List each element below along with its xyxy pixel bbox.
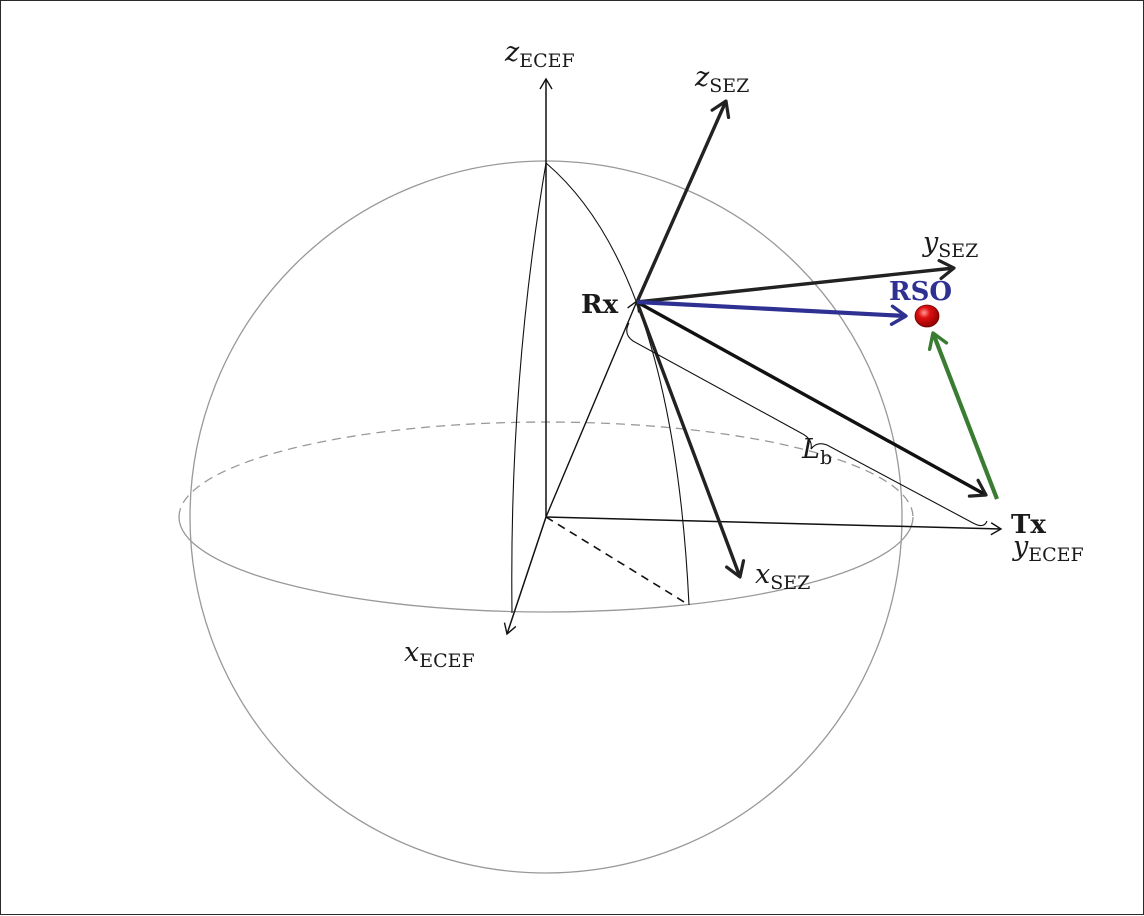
prime-meridian-arc bbox=[511, 162, 547, 614]
x-ecef-label: xECEF bbox=[404, 637, 475, 672]
baseline-brace bbox=[626, 322, 988, 527]
y-sez-axis bbox=[636, 258, 956, 304]
tx-label: Tx bbox=[1011, 510, 1046, 540]
z-sez-label: zSEZ bbox=[694, 62, 749, 97]
rx-tx-vector bbox=[636, 300, 988, 498]
x-sez-label: xSEZ bbox=[755, 559, 810, 594]
rx-rso-vector bbox=[636, 299, 908, 326]
rx-projection-dashed bbox=[545, 516, 690, 606]
y-ecef-axis bbox=[545, 516, 1003, 536]
rso-label: RSO bbox=[889, 277, 952, 307]
tx-rso-vector bbox=[927, 331, 999, 500]
rx-label: Rx bbox=[581, 290, 619, 320]
x-sez-axis bbox=[635, 301, 746, 579]
equator-front bbox=[178, 516, 914, 613]
rso-marker bbox=[914, 304, 940, 328]
baseline-label: Lb bbox=[801, 434, 832, 469]
z-ecef-label: zECEF bbox=[504, 37, 575, 72]
y-ecef-label: yECEF bbox=[1012, 531, 1084, 566]
y-sez-label: ySEZ bbox=[922, 227, 978, 262]
x-ecef-axis bbox=[503, 516, 547, 636]
rx-position-vector bbox=[545, 299, 640, 518]
z-sez-axis bbox=[635, 99, 731, 303]
